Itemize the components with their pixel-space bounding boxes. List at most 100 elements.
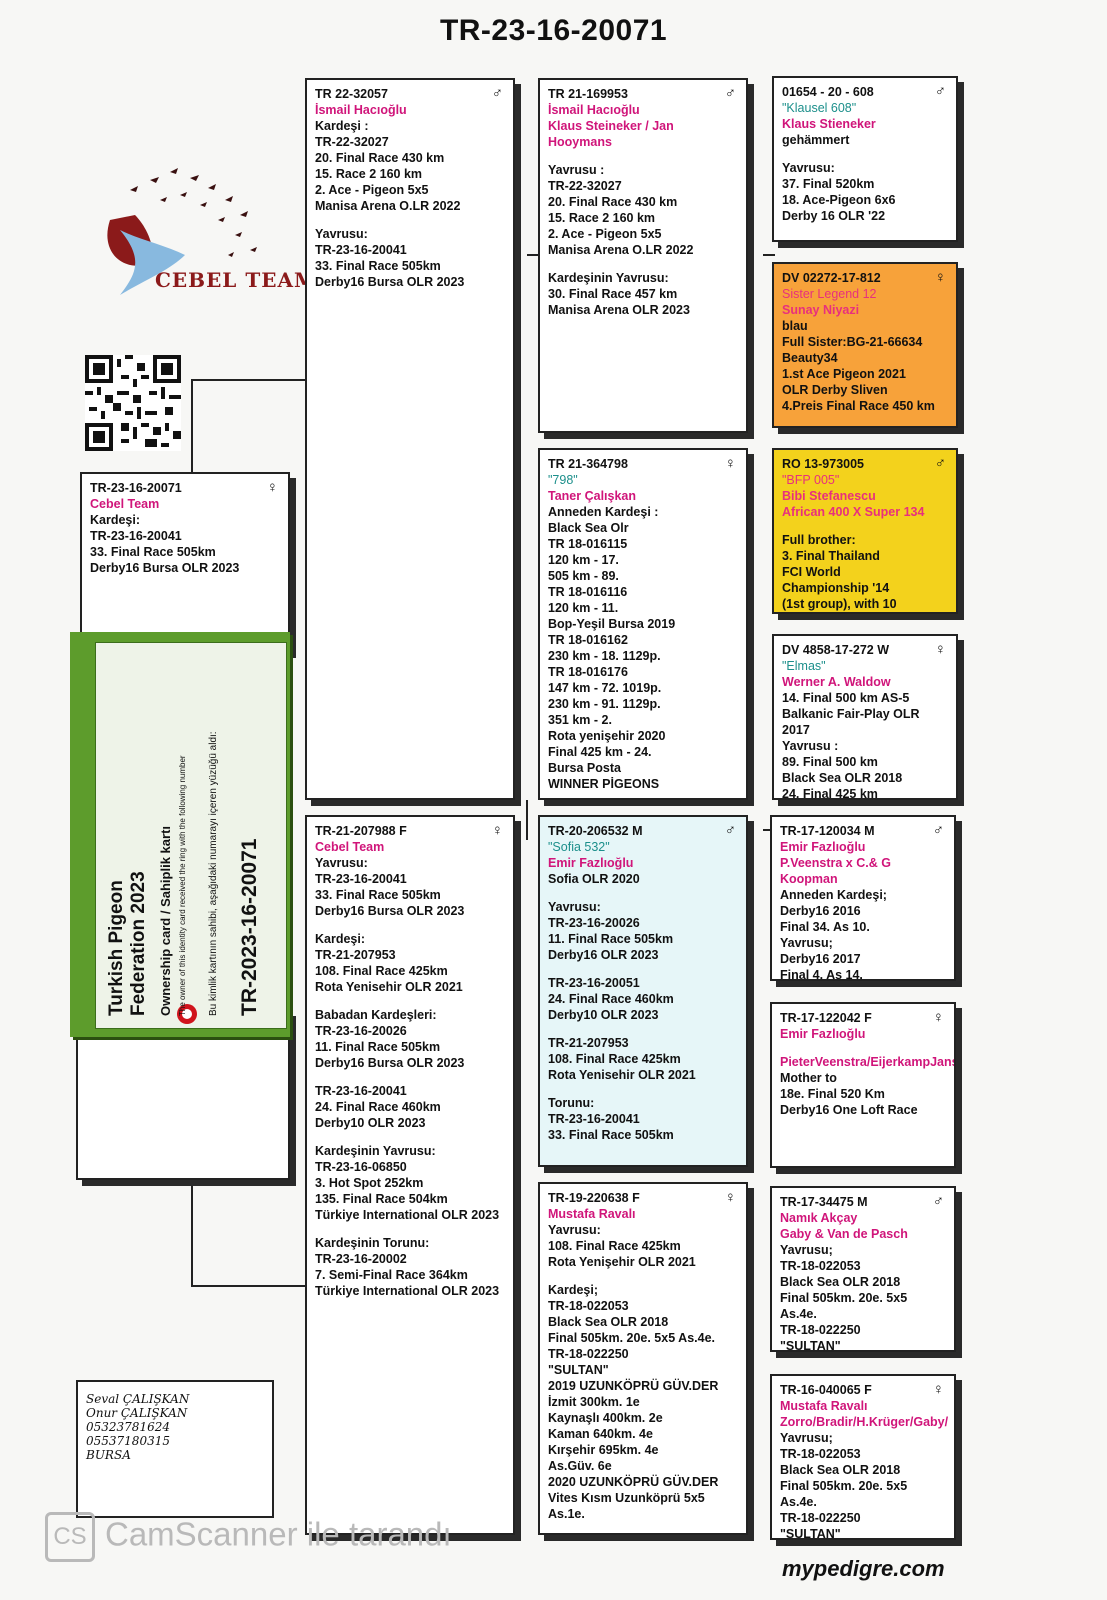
sire-dam-sire-box: ♂ RO 13-973005 "BFP 005" Bibi Stefanescu… [772, 448, 958, 614]
contact-box: Seval ÇALIŞKAN Onur ÇALIŞKAN 05323781624… [76, 1380, 274, 1518]
pedigree-line: 18. Ace-Pigeon 6x6 [782, 193, 896, 207]
pedigree-line: Derby16 Bursa OLR 2023 [315, 904, 465, 918]
pedigree-line: Yavrusu: [782, 161, 835, 175]
pedigree-line: "SULTAN" [548, 1363, 609, 1377]
card-text-rotated: Turkish Pigeon Federation 2023 Ownership… [106, 656, 276, 1016]
owner-name: Werner A. Waldow [782, 675, 891, 689]
subject-line: Derby16 Bursa OLR 2023 [90, 561, 240, 575]
pedigree-line: blau [782, 319, 808, 333]
pedigree-line: Black Sea OLR 2018 [782, 771, 903, 785]
qr-code-icon [85, 355, 181, 451]
pedigree-line: TR-18-022053 [548, 1299, 629, 1313]
pedigree-line: Kaynaşlı 400km. 2e [548, 1411, 663, 1425]
pedigree-line: Yavrusu: [548, 1223, 601, 1237]
owner-name: Emir Fazlıoğlu [780, 1027, 866, 1041]
pedigree-line: Rota Yenisehir OLR 2021 [548, 1068, 696, 1082]
pedigree-line: Final 425 km - 24. [548, 745, 652, 759]
male-icon: ♂ [934, 83, 946, 100]
pedigree-line: Kardeşinin Yavrusu: [315, 1144, 436, 1158]
owner-name: Sunay Niyazi [782, 303, 860, 317]
pedigree-line: 15. Race 2 160 km [315, 167, 423, 181]
sire-sire-box: ♂ TR 21-169953 İsmail Hacıoğlu Klaus Ste… [538, 78, 748, 433]
pedigree-line: Yavrusu: [315, 856, 368, 870]
pedigree-line: TR-23-16-20041 [315, 1084, 407, 1098]
pedigree-line: Kardeşi: [315, 932, 366, 946]
federation-name: Turkish Pigeon Federation 2023 [106, 871, 150, 1016]
male-icon: ♂ [724, 85, 736, 102]
pedigree-line: 33. Final Race 505km [315, 259, 441, 273]
pedigree-line: Derby10 OLR 2023 [315, 1116, 426, 1130]
pedigree-line: 120 km - 11. [548, 601, 619, 615]
pedigree-line: gehämmert [782, 133, 850, 147]
pedigree-line: Black Sea OLR 2018 [780, 1463, 901, 1477]
owner-name: Mustafa Ravalı [780, 1399, 868, 1413]
owner-name: Taner Çalışkan [548, 489, 637, 503]
dam-sire-box: ♂ TR-20-206532 M "Sofia 532" Emir Fazlıo… [538, 815, 748, 1167]
male-icon: ♂ [932, 1193, 944, 1210]
female-icon: ♀ [932, 1009, 944, 1026]
pedigree-line: Beauty34 [782, 351, 838, 365]
pedigree-line: Full Sister:BG-21-66634 [782, 335, 923, 349]
card-turkish-text: Bu kimlik kartının sahibi, aşağıdaki num… [208, 730, 219, 1016]
pedigree-line: Full brother: [782, 533, 856, 547]
pedigree-line: Sofia OLR 2020 [548, 872, 640, 886]
female-icon: ♀ [266, 479, 278, 496]
owner-name: Mustafa Ravalı [548, 1207, 636, 1221]
ring-number: DV 4858-17-272 W [782, 643, 890, 657]
sire-box: ♂ TR 22-32057 İsmail Hacıoğlu Kardeşi : … [305, 78, 515, 800]
male-icon: ♂ [491, 85, 503, 102]
pedigree-line: 14. Final 500 km AS-5 [782, 691, 910, 705]
pedigree-line: TR-23-16-20002 [315, 1252, 407, 1266]
ring-number: 01654 - 20 - 608 [782, 85, 874, 99]
pedigree-line: Yavrusu : [548, 163, 605, 177]
pedigree-line: 120 km - 17. [548, 553, 619, 567]
subject-frame-lower [76, 1010, 290, 1180]
pedigree-line: Türkiye International OLR 2023 [315, 1208, 500, 1222]
pedigree-line: 37. Final 520km [782, 177, 875, 191]
pedigree-line: Yavrusu: [315, 227, 368, 241]
spacer [548, 1023, 738, 1035]
pedigree-line: 2020 UZUNKÖPRÜ GÜV.DER [548, 1475, 719, 1489]
pedigree-line: 30. Final Race 457 km [548, 287, 678, 301]
ring-number: TR-17-120034 M [780, 824, 875, 838]
pedigree-line: Derby16 Bursa OLR 2023 [315, 1056, 465, 1070]
federation-logo-icon [177, 1004, 197, 1024]
pedigree-line: TR-21-207953 [315, 948, 396, 962]
owner-name: İsmail Hacıoğlu [315, 103, 407, 117]
ring-number: TR 21-364798 [548, 457, 628, 471]
pigeon-nickname: "Klausel 608" [782, 101, 857, 115]
ownership-card-inner: Turkish Pigeon Federation 2023 Ownership… [95, 642, 287, 1029]
pedigree-line: Rota yenişehir 2020 [548, 729, 666, 743]
pedigree-line: Derby16 2016 [780, 904, 861, 918]
pedigree-line: TR-23-16-20051 [548, 976, 640, 990]
pedigree-line: Black Sea OLR 2018 [780, 1275, 901, 1289]
pedigree-line: TR 18-016115 [548, 537, 628, 551]
spacer [315, 1223, 505, 1235]
pedigree-line: Kardeşinin Torunu: [315, 1236, 430, 1250]
pedigree-line: Yavrusu; [780, 1243, 833, 1257]
pedigree-line: 89. Final 500 km [782, 755, 878, 769]
pedigree-line: Vites Kısm Uzunköprü 5x5 As.1e. [548, 1491, 705, 1521]
pedigree-line: TR-18-022053 [780, 1259, 861, 1273]
breeder-name: Gaby & Van de Pasch [780, 1227, 908, 1241]
breeder-name: African 400 X Super 134 [782, 505, 925, 519]
ring-number: TR-21-207988 F [315, 824, 407, 838]
pigeon-nickname: "Elmas" [782, 659, 826, 673]
pedigree-line: "SULTAN" [780, 1527, 841, 1540]
pedigree-line: Black Sea OLR 2018 [548, 1315, 669, 1329]
pedigree-line: TR-21-207953 [548, 1036, 629, 1050]
pedigree-line: FCI World [782, 565, 841, 579]
pigeon-nickname: "Sofia 532" [548, 840, 610, 854]
pedigree-line: 108. Final Race 425km [548, 1239, 681, 1253]
pedigree-line: 1.st Ace Pigeon 2021 [782, 367, 906, 381]
subject-box: ♀ TR-23-16-20071 Cebel Team Kardeşi: TR-… [80, 472, 290, 652]
pedigree-line: 108. Final Race 425km [315, 964, 448, 978]
pedigree-line: 108. Final Race 425km [548, 1052, 681, 1066]
ring-number: TR-20-206532 M [548, 824, 643, 838]
pedigree-line: WINNER PİGEONS [548, 777, 660, 791]
pedigree-line: As.Güv. 6e [548, 1459, 612, 1473]
pedigree-line: Anneden Kardeşi; [780, 888, 887, 902]
cebel-team-logo [107, 168, 257, 295]
ring-number: DV 02272-17-812 [782, 271, 881, 285]
